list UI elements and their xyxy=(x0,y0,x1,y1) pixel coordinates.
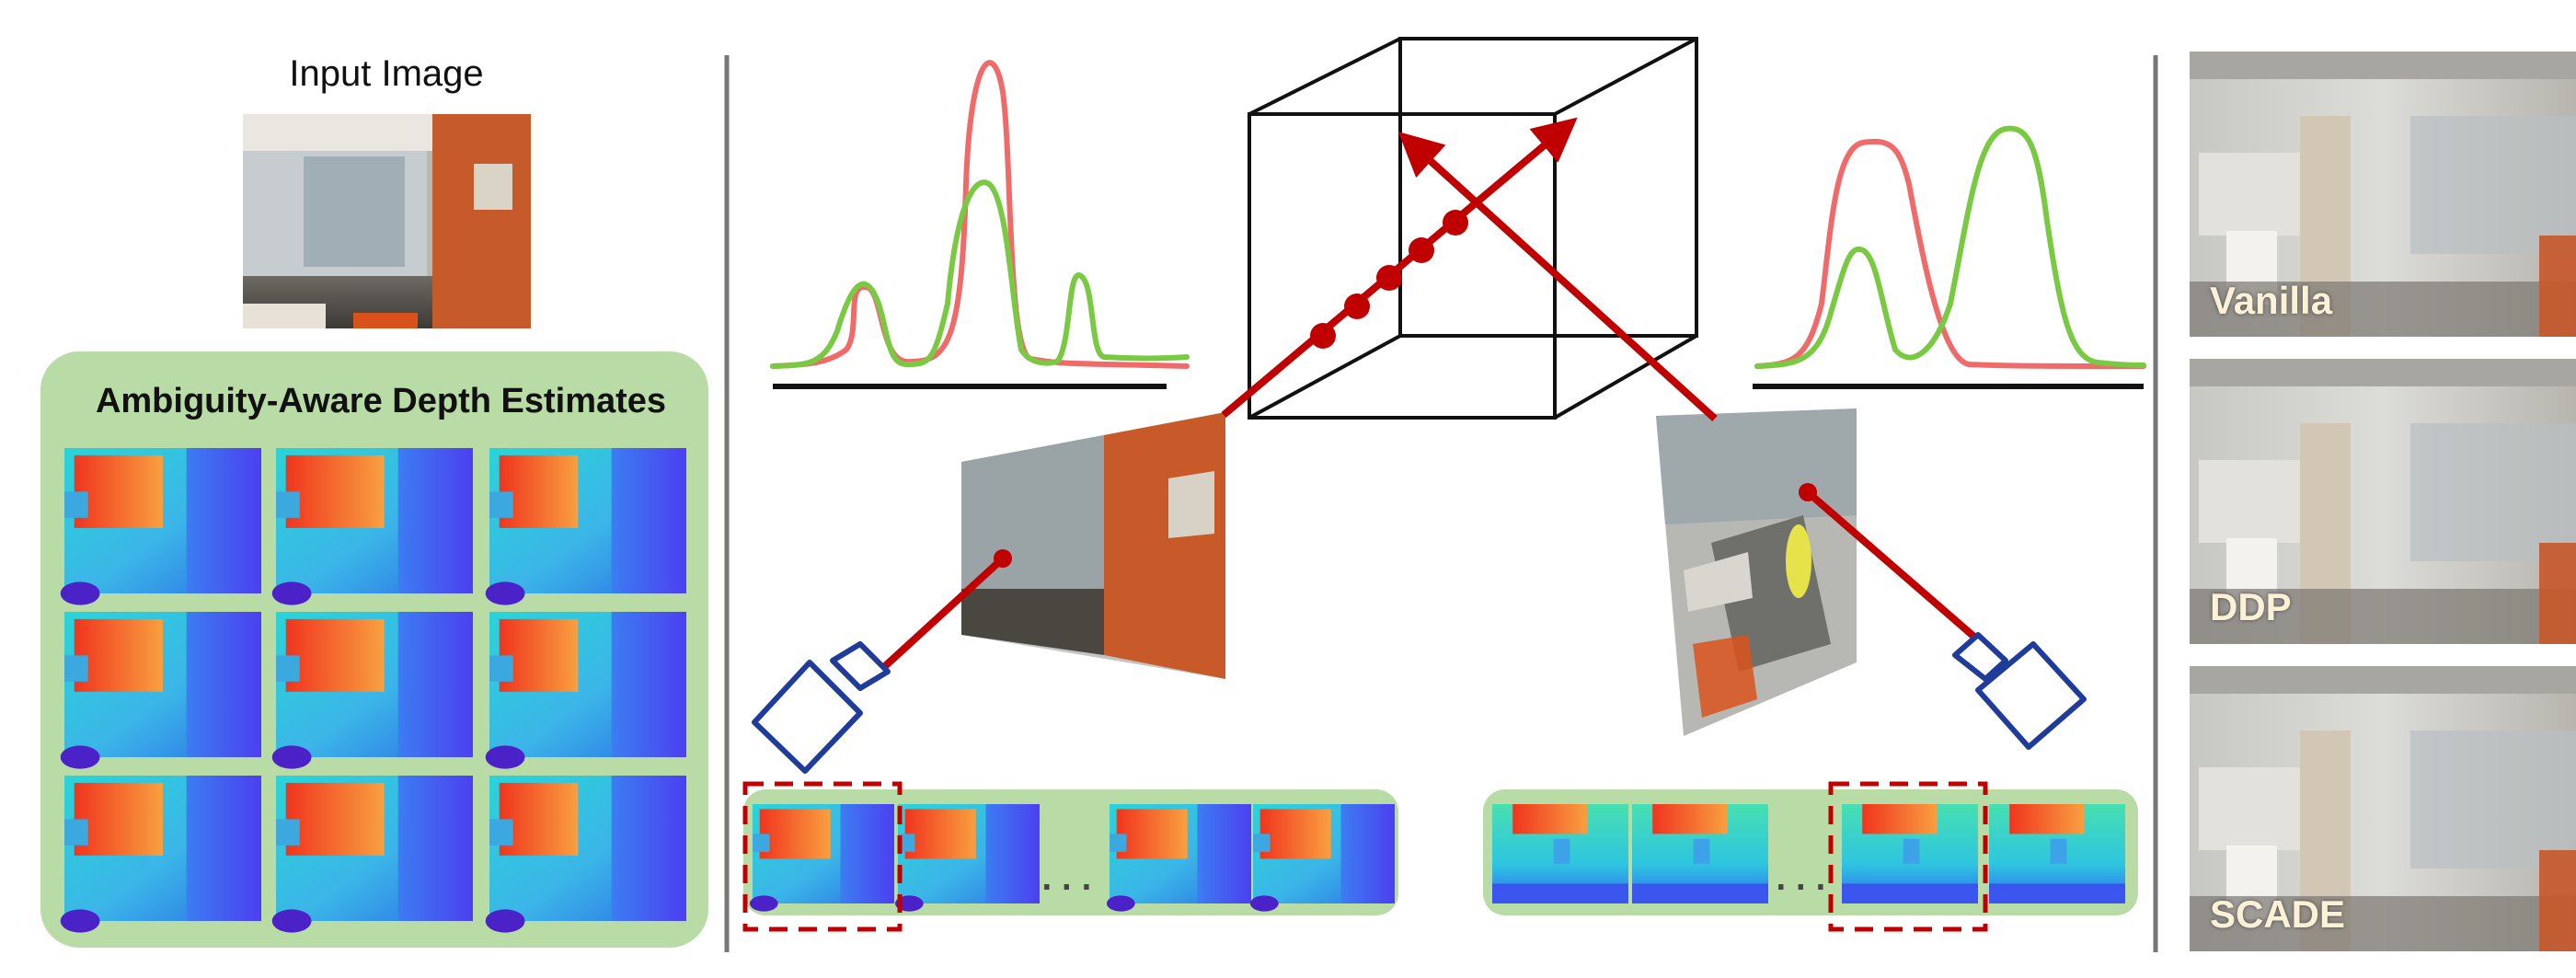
depth-map xyxy=(60,612,261,769)
method-result-image xyxy=(2190,666,2576,951)
camera-left-icon xyxy=(752,641,891,774)
depth-map xyxy=(894,804,1040,912)
depth-map xyxy=(485,612,686,769)
depth-panel-title: Ambiguity-Aware Depth Estimates xyxy=(95,382,667,420)
depth-map xyxy=(60,776,261,933)
depth-map xyxy=(1249,804,1395,912)
depth-map xyxy=(1492,804,1628,903)
method-result-image xyxy=(2190,359,2576,644)
depth-map xyxy=(749,804,894,912)
method-result-image xyxy=(2190,52,2576,337)
left-view-image xyxy=(961,412,1225,679)
method-results xyxy=(2190,52,2576,951)
selected-depth-right xyxy=(1828,781,1988,932)
depth-map xyxy=(271,448,473,605)
depth-map xyxy=(1106,804,1251,912)
depth-map xyxy=(485,448,686,605)
depth-strip-left-tiles xyxy=(749,804,1395,912)
method-label-scade: SCADE xyxy=(2210,892,2346,936)
method-label-vanilla: Vanilla xyxy=(2210,279,2333,322)
ellipsis-left: ... xyxy=(1040,843,1099,901)
depth-strip-right-tiles xyxy=(1492,804,2125,903)
depth-map xyxy=(1842,804,1978,903)
camera-ray-left xyxy=(871,117,1578,679)
distribution-plot-left xyxy=(770,60,1190,389)
camera-right-icon xyxy=(1952,632,2087,750)
camera-ray-right xyxy=(1397,132,1985,648)
input-image xyxy=(243,114,531,328)
ellipsis-right: ... xyxy=(1774,843,1834,901)
selected-depth-left xyxy=(742,781,903,932)
scene-cube xyxy=(1248,37,1698,420)
distribution-plot-right xyxy=(1753,125,2146,389)
input-image-title: Input Image xyxy=(289,53,484,94)
depth-map xyxy=(271,776,473,933)
depth-map xyxy=(60,448,261,605)
depth-map xyxy=(1632,804,1768,903)
depth-grid xyxy=(60,448,686,933)
depth-map xyxy=(485,776,686,933)
right-view-image xyxy=(1656,408,1857,736)
depth-map xyxy=(1989,804,2125,903)
method-label-ddp: DDP xyxy=(2210,585,2292,628)
depth-map xyxy=(271,612,473,769)
